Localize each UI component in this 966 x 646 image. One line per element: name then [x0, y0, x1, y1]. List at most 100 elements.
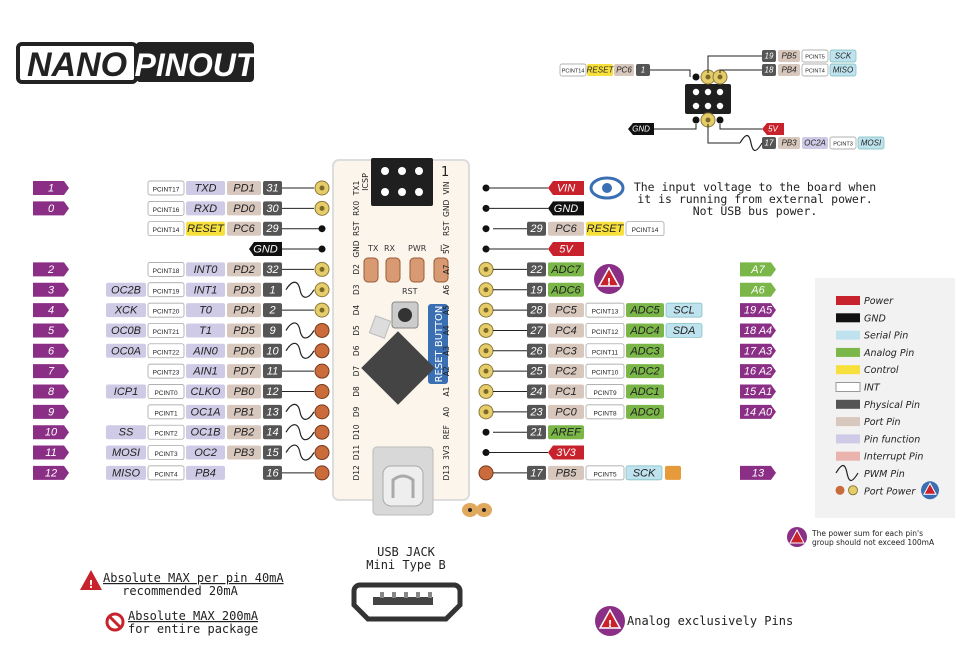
interrupt-pin: PCINT2	[147, 424, 185, 440]
analog-pin-text: ADC6	[550, 284, 581, 296]
alt-function-text: XCK	[114, 305, 138, 317]
board-pin-label: D7	[352, 366, 361, 377]
digital-pin-number: 6	[33, 343, 69, 358]
interrupt-pin-text: PCINT8	[593, 410, 617, 417]
max-pin-line2: recommended 20mA	[122, 584, 238, 598]
physical-pin: 28	[527, 303, 546, 318]
interrupt-pin: PCINT20	[147, 302, 185, 318]
control-pin-text: RESET	[587, 223, 625, 235]
pin-pad	[482, 428, 490, 436]
serial-pin: SDA	[665, 323, 703, 338]
physical-pin: 15	[263, 445, 282, 460]
pin-function-text: OC1B	[191, 427, 221, 439]
arduino-pin-label-text: A7	[750, 264, 765, 276]
pin-function-text: OC2A	[804, 139, 826, 148]
port-pin: PC1	[548, 384, 584, 399]
analog-pin-text: ADC1	[629, 386, 659, 398]
port-pin-text: PB1	[234, 406, 255, 418]
legend-swatch	[836, 417, 860, 427]
digital-pin-number-text: 0	[48, 203, 55, 215]
physical-pin-text: 24	[529, 386, 542, 398]
digital-pin-number: 12	[33, 465, 69, 480]
interrupt-pin: PCINT10	[585, 363, 625, 379]
port-pin: PC6	[548, 221, 584, 236]
interrupt-pin-text: PCINT22	[153, 349, 180, 356]
alt-function: XCK	[106, 303, 146, 318]
port-pin: PB5	[778, 50, 800, 62]
port-pin-text: PB5	[781, 52, 797, 61]
max-package-line2: for entire package	[128, 622, 258, 636]
pwm-wave-icon	[285, 322, 315, 339]
digital-pin-number: 4	[33, 303, 69, 318]
board-pin-label: A7	[442, 264, 451, 274]
port-pin-text: PB0	[234, 386, 256, 398]
board-pin-label: GND	[352, 240, 361, 257]
analog-only-marker: !	[594, 264, 624, 294]
port-pin: PD4	[227, 303, 261, 318]
port-pin: PD1	[227, 181, 261, 195]
physical-pin-text: 1	[641, 66, 645, 75]
digital-pin-number: 0	[33, 201, 69, 216]
power-pin: VIN	[548, 181, 584, 195]
board-pin-label: RST	[352, 221, 361, 236]
interrupt-pin: PCINT4	[801, 63, 829, 77]
physical-pin-text: 27	[529, 325, 543, 337]
physical-pin-text: 25	[529, 366, 543, 378]
legend-label: GND	[864, 313, 886, 324]
serial-pin: SCK	[625, 465, 663, 481]
interrupt-pin: PCINT19	[147, 282, 185, 298]
icsp-pad	[716, 116, 724, 124]
pin-function-text: INT1	[194, 284, 218, 296]
port-pin-text: PB5	[556, 467, 578, 479]
digital-pin-number: 1	[33, 181, 69, 195]
max-package-warning: Absolute MAX 200mA for entire package	[105, 609, 259, 636]
port-pin-text: PC1	[555, 386, 576, 398]
serial-pin-text: SCL	[673, 305, 694, 317]
alt-function: OC0A	[106, 343, 146, 358]
analog-pin: ADC0	[626, 404, 664, 419]
physical-pin: 11	[263, 364, 282, 379]
digital-pin-number-text: 11	[45, 447, 56, 459]
arduino-pin-label-text: 16 A2	[744, 366, 772, 378]
board-pin-label: A3	[442, 346, 451, 356]
usb-mini-b-jack-icon	[351, 582, 463, 622]
pin-function-text: CLKO	[191, 386, 221, 398]
physical-pin-text: 13	[266, 406, 279, 418]
physical-pin-text: 17	[765, 139, 774, 148]
interrupt-pin-text: PCINT9	[593, 390, 617, 397]
arduino-pin-label: 16 A2	[740, 364, 776, 379]
physical-pin: 13	[263, 404, 282, 419]
icsp-pad	[692, 116, 700, 124]
legend-swatch	[836, 399, 860, 409]
board-pin-label: D5	[352, 325, 361, 336]
arduino-pin-label-text: 17 A3	[744, 345, 773, 357]
port-pin-text: PC3	[555, 345, 577, 357]
interrupt-pin: PCINT14	[559, 63, 587, 77]
port-pin: PB1	[227, 404, 261, 419]
board-pin-label: RST	[442, 221, 451, 236]
physical-pin-text: 26	[529, 345, 543, 357]
control-pin: RESET	[587, 64, 614, 76]
port-pin: PC6	[614, 64, 634, 76]
port-pin: PC0	[548, 404, 584, 419]
pin-function-text: T0	[199, 305, 213, 317]
pin-pad	[314, 424, 330, 440]
port-pin-text: PD5	[233, 325, 255, 337]
legend-label: Analog Pin	[863, 348, 914, 359]
board-pin-label: A2	[442, 366, 451, 376]
power-pin-text: 5V	[768, 125, 778, 134]
interrupt-pin-text: PCINT23	[153, 370, 180, 377]
digital-pin-number: 11	[33, 445, 69, 460]
